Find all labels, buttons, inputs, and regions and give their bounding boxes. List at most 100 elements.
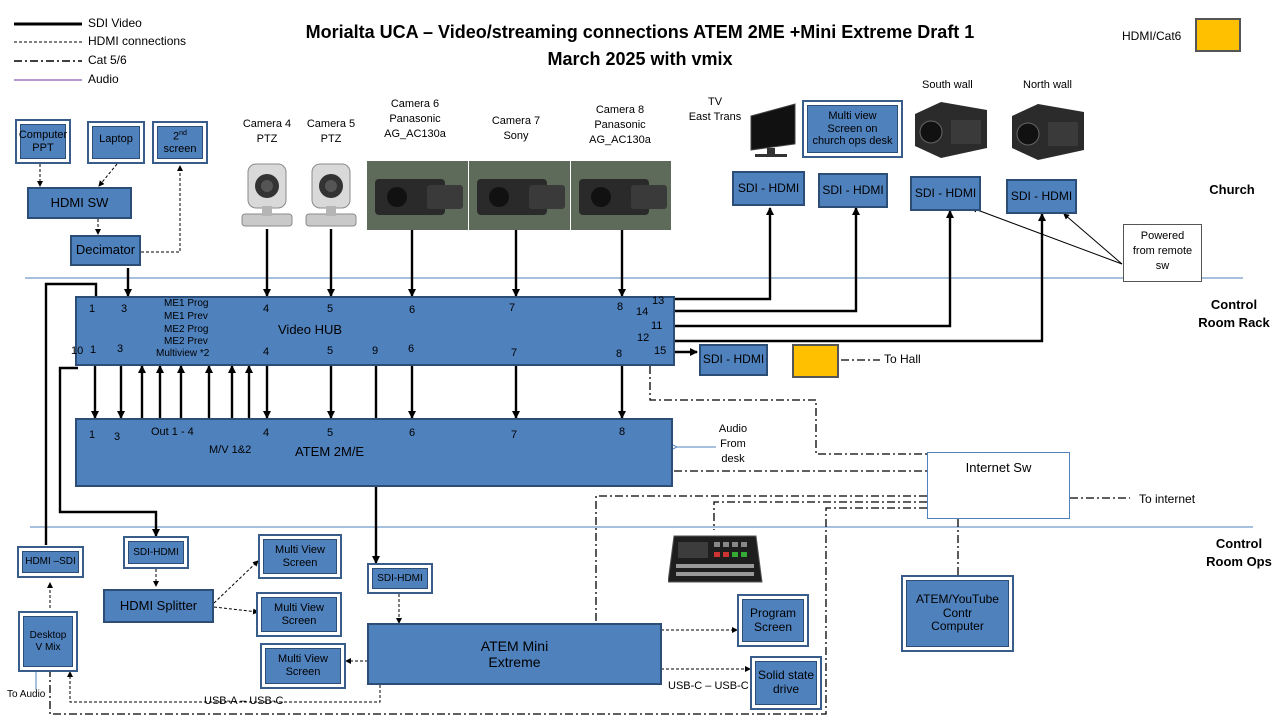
hub-out-1: 1: [90, 344, 97, 356]
hub-multiview: Multiview *2: [156, 348, 210, 359]
hub-me1-prev: ME1 Prev: [164, 311, 208, 322]
hub-in-6: 6: [409, 304, 416, 316]
usb-c-label: USB-C – USB-C: [668, 680, 749, 692]
hub-out-8: 8: [616, 348, 623, 360]
hub-in-1: 1: [89, 303, 96, 315]
hub-out-3: 3: [117, 343, 124, 355]
hub-in-4: 4: [263, 303, 270, 315]
atem-in-8: 8: [619, 426, 626, 438]
hub-in-3: 3: [121, 303, 128, 315]
to-audio-label: To Audio: [7, 689, 46, 700]
hub-me2-prev: ME2 Prev: [164, 336, 208, 347]
hub-me1-prog: ME1 Prog: [164, 298, 209, 309]
atem-mv: M/V 1&2: [209, 444, 252, 456]
video-hub[interactable]: [75, 296, 675, 366]
laptop-box[interactable]: Laptop: [87, 121, 145, 164]
camera-8-icon: [571, 161, 671, 230]
tv-icon: [750, 103, 796, 157]
south-projector-icon: [915, 102, 987, 158]
hdmi-splitter[interactable]: HDMI Splitter: [103, 589, 214, 623]
hub-port-13: 13: [652, 295, 665, 307]
camera-6-icon: [367, 161, 468, 230]
legend-sdi: SDI Video: [88, 16, 142, 30]
atem-in-1: 1: [89, 429, 96, 441]
ptz-camera-4-icon: [241, 163, 293, 227]
hub-port-12: 12: [637, 332, 650, 344]
legend-hdmi-cat6: HDMI/Cat6: [1122, 29, 1182, 43]
usb-a-label: USB-A – USB-C: [204, 695, 284, 707]
hdmi-cat6-hall-box[interactable]: [792, 344, 839, 378]
hdmi-switch[interactable]: HDMI SW: [27, 187, 132, 219]
zone-church: Church: [1209, 182, 1255, 197]
sdi-hdmi-multiview[interactable]: SDI - HDMI: [818, 173, 888, 208]
decimator[interactable]: Decimator: [70, 235, 141, 266]
hub-out-7: 7: [511, 347, 518, 359]
camera-7-icon: [469, 161, 570, 230]
sdi-hdmi-mid[interactable]: SDI-HDMI: [367, 563, 433, 594]
hub-in-7: 7: [509, 302, 516, 314]
atem-in-4: 4: [263, 427, 270, 439]
internet-switch[interactable]: Internet Sw: [927, 452, 1070, 519]
sdi-hdmi-hall[interactable]: SDI - HDMI: [699, 344, 768, 376]
sdi-hdmi-north[interactable]: SDI - HDMI: [1006, 179, 1077, 214]
atem-in-5: 5: [327, 427, 334, 439]
video-hub-title: Video HUB: [278, 322, 343, 337]
ptz-camera-5-icon: [305, 163, 357, 227]
north-wall-label: North wall: [1023, 79, 1072, 91]
second-screen-box[interactable]: 2nd screen: [152, 121, 208, 164]
atem-mini-extreme-icon: [668, 535, 763, 583]
hub-port-14: 14: [636, 306, 649, 318]
hub-in-5: 5: [327, 303, 334, 315]
hub-out-5: 5: [327, 345, 334, 357]
hub-out-9: 9: [372, 345, 379, 357]
page-title: Morialta UCA – Video/streaming connectio…: [305, 22, 975, 42]
atem-2me-title: ATEM 2M/E: [295, 444, 365, 459]
hub-me2-prog: ME2 Prog: [164, 324, 209, 335]
hub-in-8: 8: [617, 301, 624, 313]
sdi-hdmi-tv[interactable]: SDI - HDMI: [732, 171, 805, 206]
atem-2me[interactable]: [75, 418, 673, 487]
hub-out-10: 10: [71, 345, 84, 357]
atem-in-7: 7: [511, 429, 518, 441]
sdi-hdmi-south[interactable]: SDI - HDMI: [910, 176, 981, 211]
atem-in-6: 6: [409, 427, 416, 439]
page-subtitle: March 2025 with vmix: [547, 49, 733, 69]
hub-port-11: 11: [651, 320, 663, 332]
atem-out-1-4: Out 1 - 4: [151, 426, 194, 438]
to-hall-label: To Hall: [884, 352, 921, 366]
hdmi-sdi-converter[interactable]: HDMI –SDI: [17, 546, 84, 578]
hub-port-15: 15: [654, 345, 667, 357]
legend-hdmi: HDMI connections: [88, 34, 187, 48]
atem-in-3: 3: [114, 431, 121, 443]
to-internet-label: To internet: [1139, 492, 1196, 506]
hub-out-4: 4: [263, 346, 270, 358]
legend-audio: Audio: [88, 72, 119, 86]
north-projector-icon: [1012, 104, 1084, 160]
south-wall-label: South wall: [922, 79, 973, 91]
hub-out-6: 6: [408, 343, 415, 355]
legend-hdmi-cat6-swatch: [1195, 18, 1241, 52]
legend-cat: Cat 5/6: [88, 53, 127, 67]
sdi-hdmi-left[interactable]: SDI-HDMI: [123, 536, 189, 569]
